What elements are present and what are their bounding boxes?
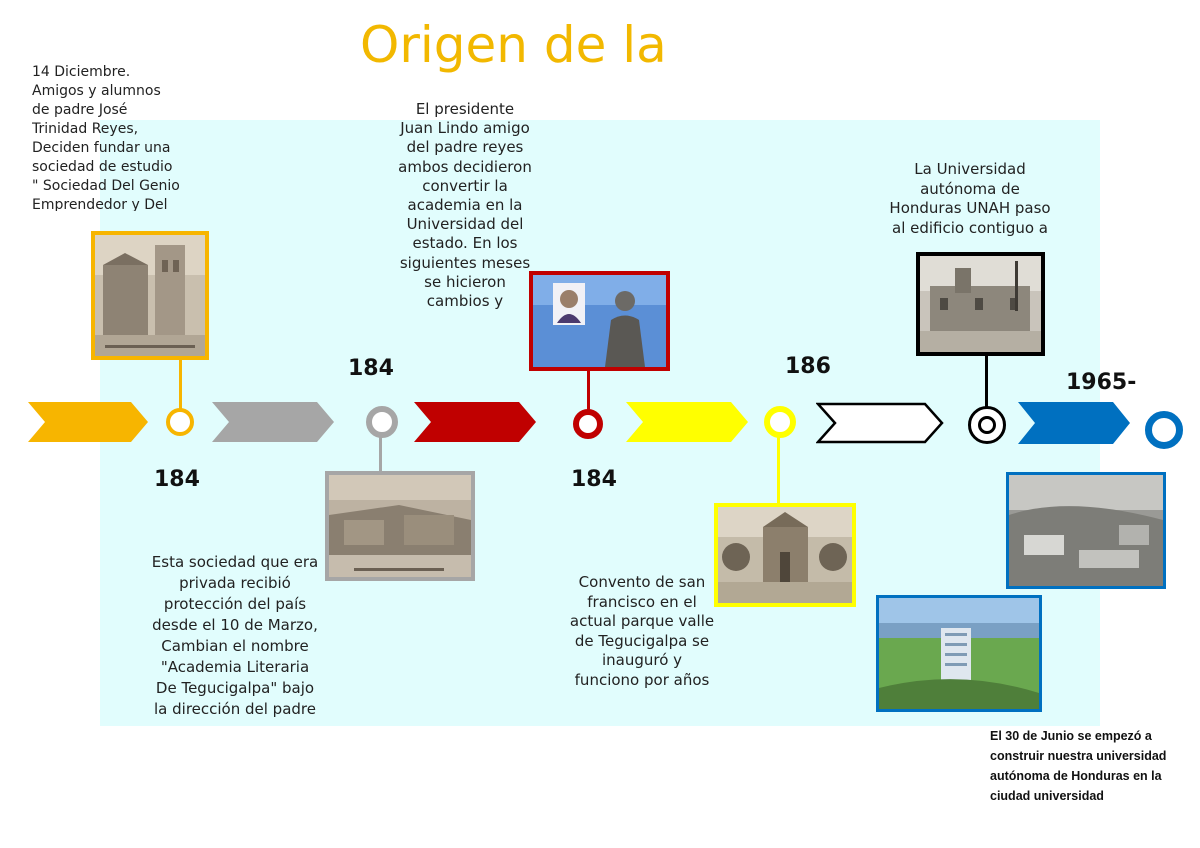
timeline-arrow-3	[414, 402, 536, 442]
timeline-arrow-2	[212, 402, 334, 442]
timeline-arrow-6	[1018, 402, 1130, 444]
event1-year: 184	[154, 467, 200, 492]
event6-year: 1965-	[1066, 370, 1137, 395]
event4-year: 186	[785, 354, 831, 379]
event2-photo	[325, 471, 475, 581]
event3-photo	[529, 271, 670, 371]
event1-connector	[179, 360, 182, 410]
event2-text: Esta sociedad que era privada recibió pr…	[151, 553, 319, 718]
event4-photo	[714, 503, 856, 607]
event5-connector	[985, 356, 988, 408]
timeline-arrow-4	[626, 402, 748, 442]
page-title: Origen de la	[360, 16, 667, 74]
event5-text: La Universidad autónoma de Honduras UNAH…	[889, 160, 1051, 240]
timeline-node-2	[366, 406, 398, 438]
event1-text: 14 Diciembre. Amigos y alumnos de padre …	[32, 64, 180, 211]
event6-text: El 30 de Junio se empezó a construir nue…	[990, 729, 1167, 803]
timeline-arrow-1	[28, 402, 148, 442]
event1-photo	[91, 231, 209, 360]
event4-text: Convento de san francisco en el actual p…	[569, 573, 715, 689]
timeline-arrow-5	[816, 402, 944, 444]
event3-connector	[587, 371, 590, 411]
timeline-node-5-inner	[978, 416, 996, 434]
event6-photo-historic	[1006, 472, 1166, 589]
event2-year: 184	[348, 356, 394, 381]
event5-photo	[916, 252, 1045, 356]
event4-connector	[777, 437, 780, 503]
timeline-node-1	[166, 408, 194, 436]
timeline-node-5	[968, 406, 1006, 444]
timeline-node-3	[573, 409, 603, 439]
event3-year: 184	[571, 467, 617, 492]
event3-text: El presidente Juan Lindo amigo del padre…	[398, 100, 532, 311]
event2-connector	[379, 432, 382, 471]
timeline-node-4	[764, 406, 796, 438]
timeline-node-6	[1145, 411, 1183, 449]
event6-photo-modern	[876, 595, 1042, 712]
